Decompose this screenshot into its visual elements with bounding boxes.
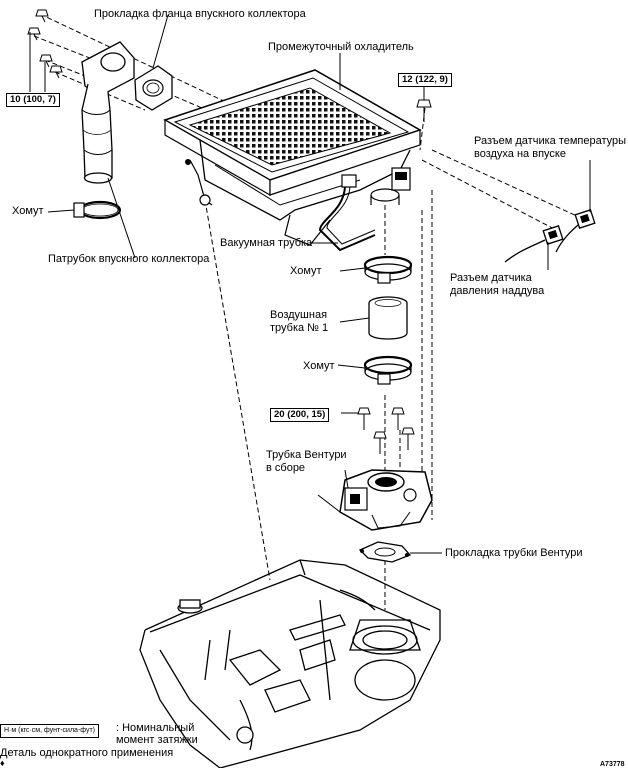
clamp-lower-drawing <box>363 355 413 385</box>
intercooler-drawing <box>163 69 422 252</box>
clamp-left-drawing <box>47 200 122 220</box>
label-boost-sensor-connector: Разъем датчика давления наддува <box>450 272 545 297</box>
air-tube-drawing <box>368 296 408 340</box>
label-temp-sensor-connector: Разъем датчика температуры воздуха на вп… <box>474 135 627 160</box>
label-clamp-lower: Хомут <box>303 360 335 372</box>
label-flange-gasket: Прокладка фланца впускного коллектора <box>94 8 306 20</box>
label-intercooler: Промежуточный охладитель <box>268 41 414 53</box>
label-torque-top-right: 12 (122, 9) <box>398 73 452 87</box>
label-venturi-gasket: Прокладка трубки Вентури <box>445 547 583 559</box>
legend-torque-desc: : Номинальный момент затяжки <box>116 722 198 746</box>
flange-gasket-drawing <box>134 14 173 111</box>
boost-sensor-connector-drawing <box>504 225 564 270</box>
label-clamp-left: Хомут <box>12 205 44 217</box>
label-clamp-upper: Хомут <box>290 265 322 277</box>
label-venturi-assembly: Трубка Вентури в сборе <box>266 449 347 474</box>
legend-torque-unit: Н·м (кгс·см, фунт-сила-фут) <box>0 724 99 738</box>
venturi-gasket-drawing <box>358 541 442 563</box>
temp-sensor-connector-drawing <box>555 160 596 253</box>
leader-lines <box>312 53 370 489</box>
bolts-top-left <box>27 9 63 79</box>
venturi-bolts <box>357 407 415 454</box>
label-torque-left: 10 (100, 7) <box>6 93 60 107</box>
label-air-tube: Воздушная трубка № 1 <box>270 309 329 334</box>
bolt-top-right <box>416 85 432 122</box>
legend-single-use-symbol: ♦ <box>0 758 5 768</box>
torque-leader-left <box>29 32 46 92</box>
label-torque-venturi: 20 (200, 15) <box>270 408 330 422</box>
label-intake-pipe: Патрубок впускного коллектора <box>48 253 210 265</box>
venturi-assembly-drawing <box>317 469 433 531</box>
clamp-upper-drawing <box>363 255 413 284</box>
engine-drawing <box>139 559 441 768</box>
legend-single-use-desc: Деталь однократного применения <box>0 747 174 759</box>
label-vacuum-tube: Вакуумная трубка <box>220 237 313 249</box>
intake-pipe-drawing <box>81 41 136 259</box>
figure-code: A73778 <box>600 761 625 768</box>
